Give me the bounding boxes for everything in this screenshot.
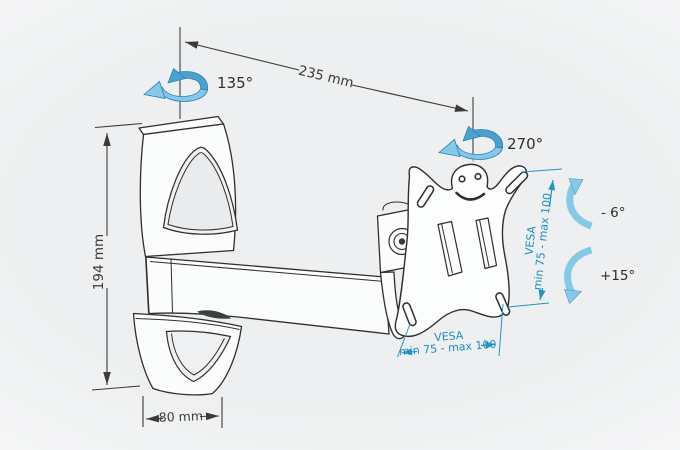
center-slot-left-edge [441, 223, 453, 274]
ext-right [498, 303, 504, 357]
dim-line-left [401, 348, 418, 356]
vesa-plate [394, 163, 527, 338]
center-slot-right-edge [479, 219, 490, 267]
hinge-left-edge [145, 256, 149, 314]
dimension-base-width: 80 mm [142, 396, 223, 428]
bowl-cutout [165, 330, 232, 383]
ext-bottom [507, 302, 550, 308]
smiley-left-eye [458, 175, 466, 183]
tilt-down-label: +15° [600, 268, 635, 284]
slot-lower-left [403, 303, 416, 325]
rotation-annotations: 135° 270° [143, 68, 543, 160]
bowl-rim-line [135, 318, 240, 330]
smiley-face [455, 172, 486, 201]
slot-upper-right [506, 172, 527, 193]
arm-top-edge-line [149, 261, 386, 282]
dim-line-down [538, 287, 546, 301]
arm-bowl-shadow [197, 310, 232, 319]
vesa-center-slots [437, 217, 498, 277]
ext-top [521, 168, 563, 173]
tick-bottom [91, 385, 141, 391]
joint-screw-center [398, 238, 406, 245]
dim-line-right [199, 412, 220, 421]
dim-height-label: 194 mm [91, 234, 107, 290]
dim-line-left [184, 41, 300, 71]
rotation-135-label: 135° [217, 74, 253, 92]
dim-line-right [351, 84, 469, 112]
dim-line-right [480, 341, 496, 349]
vesa-bottom-range: min 75 - max 100 [399, 338, 497, 359]
bowl-cutout-inner-line [171, 333, 225, 376]
vesa-bottom-title: VESA [434, 329, 465, 344]
smiley-mouth [455, 191, 486, 201]
tilt-up-label: - 6° [601, 205, 626, 221]
mount-drawing [132, 115, 529, 396]
ext-left [397, 323, 411, 358]
vesa-side-title: VESA [523, 225, 539, 256]
tilt-up-arrow-head [568, 178, 584, 196]
dim-base-width-label: 80 mm [158, 408, 203, 425]
tilt-down-arrow-arc [564, 246, 593, 298]
dim-line-left [145, 414, 164, 423]
arch-cutout-inner [167, 152, 234, 231]
dim-line-up [548, 179, 556, 208]
rotation-arrow-135-icon [143, 68, 209, 102]
slot-upper-left [418, 186, 433, 207]
dimension-height: 194 mm [91, 122, 143, 391]
center-slot-right [475, 217, 498, 270]
hinge-shaft-line [170, 258, 173, 314]
smiley-right-eye [474, 172, 482, 181]
dim-arm-reach-label: 235 mm [297, 63, 356, 92]
tilt-annotations: - 6° +15° [564, 178, 635, 305]
tilt-down-arrow-head [564, 289, 583, 305]
rotation-270-label: 270° [507, 135, 543, 153]
tick-top [94, 122, 143, 129]
rotation-arrow-270-icon [438, 126, 504, 160]
